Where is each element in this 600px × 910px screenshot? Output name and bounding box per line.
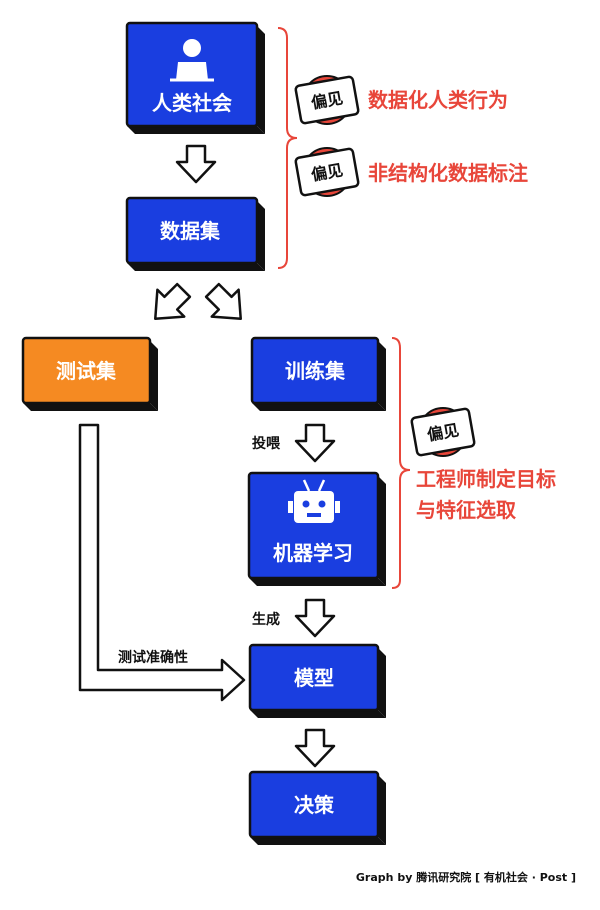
node-model: 模型 <box>248 643 386 718</box>
bias-item-3-line2: 与特征选取 <box>416 498 516 522</box>
bias-tag-2: 偏见 <box>293 147 361 197</box>
node-decision: 决策 <box>248 770 386 845</box>
arrow-test-to-model <box>78 423 246 702</box>
arrow-model-to-decision <box>294 728 336 768</box>
node-label-model: 模型 <box>294 666 334 690</box>
robot-icon <box>288 479 340 523</box>
arrow-society-to-dataset <box>175 144 217 184</box>
node-machine-learning: 机器学习 <box>247 471 386 586</box>
node-label-machine-learning: 机器学习 <box>273 541 353 565</box>
node-label-dataset: 数据集 <box>160 219 221 243</box>
person-icon <box>170 39 214 82</box>
footer-credit: Graph by 腾讯研究院 [ 有机社会 · Post ] <box>356 870 576 884</box>
bias-bracket-bottom <box>391 337 411 589</box>
arrow-training-to-ml <box>294 423 336 463</box>
bias-item-2: 非结构化数据标注 <box>368 161 528 185</box>
node-label-human-society: 人类社会 <box>152 91 232 115</box>
edge-label-test-accuracy: 测试准确性 <box>118 649 188 666</box>
node-label-decision: 决策 <box>294 793 335 817</box>
node-training-set: 训练集 <box>250 336 386 411</box>
node-human-society: 人类社会 <box>125 21 265 134</box>
arrow-ml-to-model <box>294 598 336 638</box>
bias-item-1: 数据化人类行为 <box>368 88 508 112</box>
bias-item-3-line1: 工程师制定目标 <box>416 467 556 491</box>
bias-bracket-top <box>277 27 298 269</box>
node-label-test-set: 测试集 <box>56 359 117 383</box>
node-dataset: 数据集 <box>125 196 265 271</box>
arrow-dataset-to-test <box>154 282 192 320</box>
node-test-set: 测试集 <box>21 336 158 411</box>
edge-label-generate: 生成 <box>252 611 280 628</box>
node-label-training-set: 训练集 <box>285 359 346 383</box>
arrow-dataset-to-training <box>204 282 242 320</box>
edge-label-feed: 投喂 <box>252 436 281 452</box>
bias-tag-1: 偏见 <box>293 75 361 125</box>
bias-tag-3: 偏见 <box>409 407 477 457</box>
